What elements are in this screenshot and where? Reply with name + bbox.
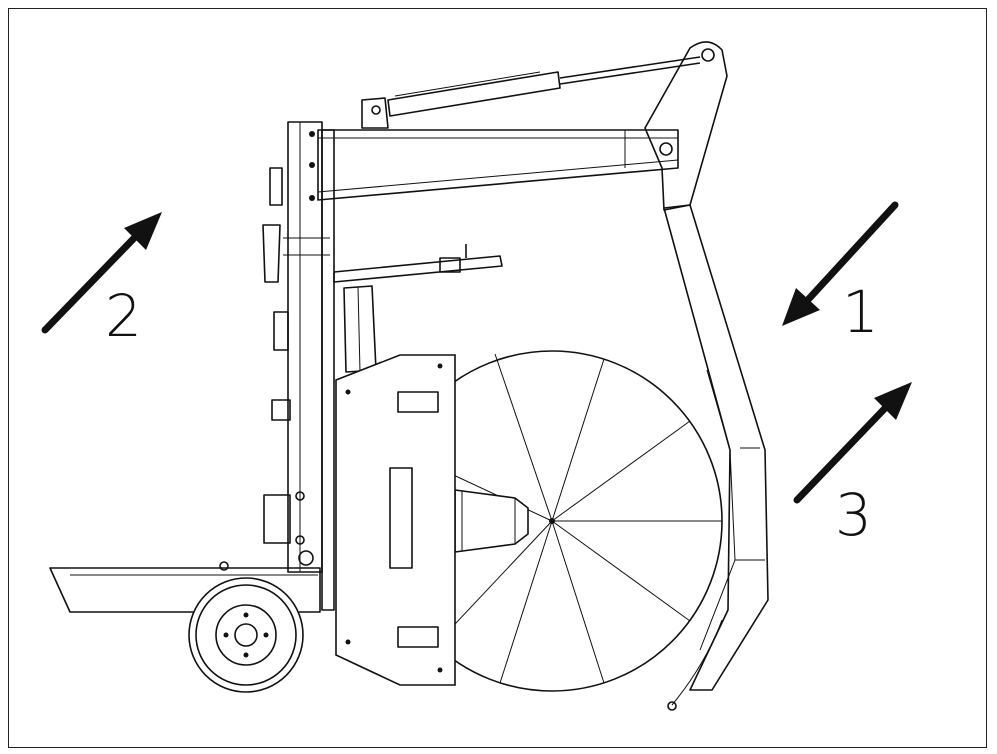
label-1: 1 (842, 278, 879, 346)
arrow-1 (782, 201, 899, 326)
arrow-3 (793, 382, 912, 504)
mast (219, 121, 335, 611)
pivot-bracket (644, 41, 728, 211)
upper-boom (309, 129, 679, 201)
hydraulic-cylinder (361, 56, 701, 129)
hub-cone (454, 489, 529, 553)
arrow-2 (41, 212, 162, 334)
label-2: 2 (105, 282, 142, 350)
wheel (188, 577, 304, 693)
curved-arm (663, 204, 769, 711)
label-3: 3 (835, 481, 872, 549)
middle-arm (333, 244, 503, 373)
front-plate (335, 354, 456, 686)
diagram-frame (8, 8, 987, 748)
base-frame (49, 567, 321, 613)
